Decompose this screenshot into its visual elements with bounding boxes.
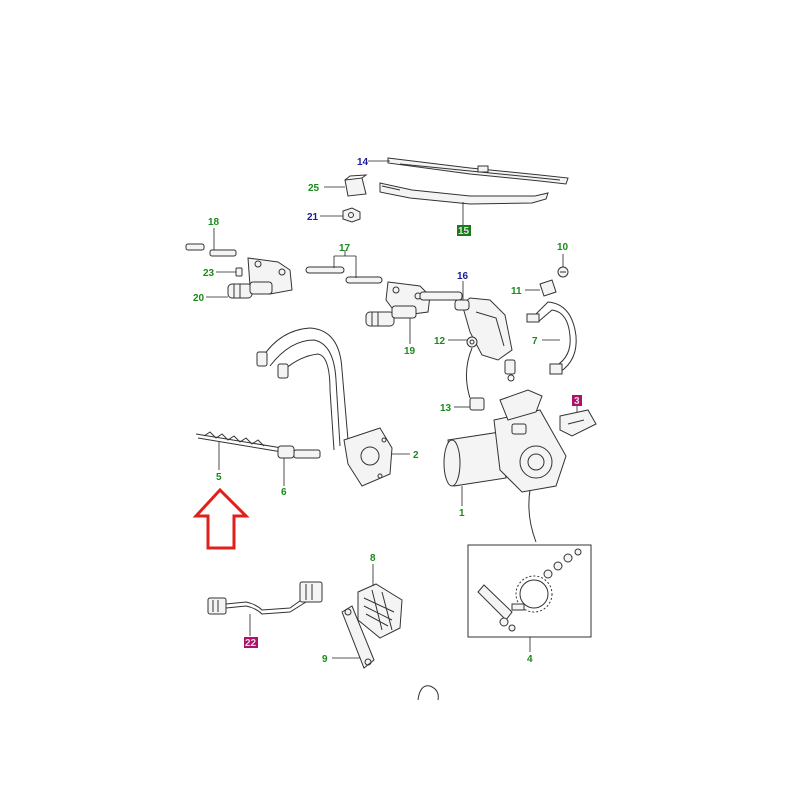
right-wheelbox[interactable]: [365, 281, 463, 327]
label-20: 20: [193, 293, 205, 304]
label-4: 4: [527, 654, 533, 665]
wiring-harness-connector[interactable]: [207, 581, 323, 615]
label-13: 13: [440, 403, 452, 414]
label-10: 10: [557, 242, 569, 253]
label-22: 22: [245, 638, 257, 649]
label-16: 16: [457, 271, 469, 282]
up-arrow-outline-icon: [192, 487, 250, 550]
grommet[interactable]: [466, 336, 478, 348]
label-21: 21: [307, 212, 319, 223]
cable-ferrule[interactable]: [277, 445, 321, 459]
drive-cable-rack[interactable]: [195, 431, 283, 453]
link-arm[interactable]: [341, 605, 375, 669]
mount-pad[interactable]: [559, 409, 597, 437]
part-labels: 14 25 21 15 18 23 20 17 16 19 12 13 10 1…: [193, 157, 582, 665]
nut[interactable]: [342, 207, 361, 223]
label-23: 23: [203, 268, 215, 279]
left-wheelbox[interactable]: [227, 257, 293, 299]
label-15: 15: [458, 226, 470, 237]
wiper-motor[interactable]: [443, 389, 567, 543]
mounting-strap[interactable]: [526, 301, 577, 375]
wiper-arm[interactable]: [379, 182, 549, 205]
label-9: 9: [322, 654, 328, 665]
wire-clip[interactable]: [466, 347, 485, 411]
label-25: 25: [308, 183, 320, 194]
label-14: 14: [357, 157, 369, 168]
label-2: 2: [413, 450, 419, 461]
label-5: 5: [216, 472, 222, 483]
label-3: 3: [574, 396, 580, 407]
label-6: 6: [281, 487, 287, 498]
pivot-pins[interactable]: [185, 243, 237, 257]
label-17: 17: [339, 243, 351, 254]
label-7: 7: [532, 336, 538, 347]
arm-cap[interactable]: [344, 174, 368, 197]
switch-pad[interactable]: [357, 583, 403, 639]
label-8: 8: [370, 553, 376, 564]
wiper-blade[interactable]: [387, 157, 569, 185]
bracket-clip[interactable]: [539, 279, 557, 297]
clip[interactable]: [235, 267, 243, 277]
label-12: 12: [434, 336, 446, 347]
gearbox-housing[interactable]: [454, 297, 516, 382]
label-19: 19: [404, 346, 416, 357]
label-18: 18: [208, 217, 220, 228]
label-11: 11: [511, 286, 522, 297]
drive-tubes[interactable]: [305, 266, 383, 284]
screw[interactable]: [557, 266, 569, 278]
harness-with-bracket[interactable]: [256, 327, 393, 487]
label-1: 1: [459, 508, 465, 519]
gear-kit-box[interactable]: [467, 544, 592, 638]
bottom-partial-part: [417, 685, 439, 701]
